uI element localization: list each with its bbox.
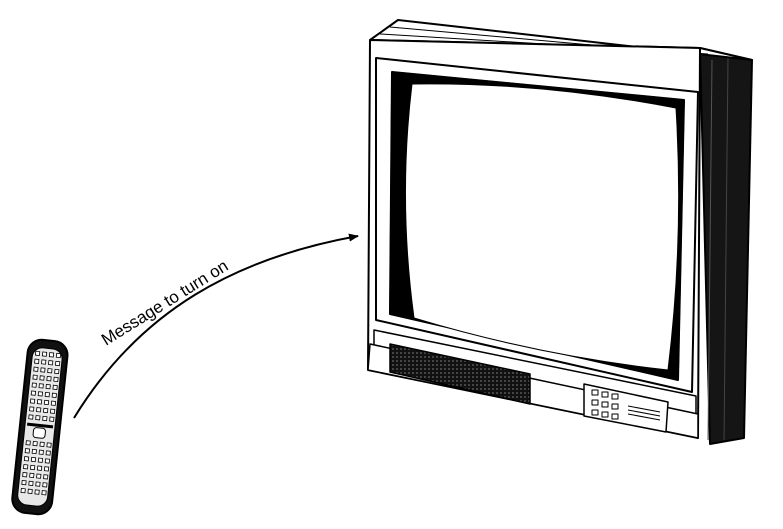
remote-button [43, 466, 50, 472]
remote-button [29, 398, 36, 404]
remote-button [54, 360, 61, 367]
remote-button [43, 399, 50, 406]
remote-button [25, 440, 31, 446]
remote-button [37, 457, 44, 463]
remote-button [30, 456, 37, 463]
remote-control-icon [11, 338, 69, 516]
tv-side-streak [723, 57, 729, 441]
remote-button [51, 392, 57, 398]
remote-button [44, 458, 51, 464]
tv-button [601, 411, 609, 418]
remote-button [48, 360, 54, 366]
remote-center-button [32, 427, 46, 439]
tv-button [591, 389, 599, 396]
remote-button [24, 448, 30, 454]
remote-button [31, 448, 37, 455]
remote-button [37, 391, 43, 397]
remote-button [45, 450, 51, 456]
remote-button [23, 464, 29, 470]
tv-button [611, 393, 619, 400]
remote-button [34, 489, 40, 495]
television-icon [367, 19, 753, 445]
remote-button [27, 488, 33, 494]
message-arrow [73, 233, 359, 419]
remote-button [36, 407, 42, 413]
tv-button [611, 403, 619, 410]
remote-button [40, 367, 46, 373]
remote-button [43, 407, 49, 414]
remote-button [29, 464, 36, 471]
remote-button [23, 456, 30, 462]
remote-button [34, 358, 40, 364]
remote-button [22, 472, 28, 478]
remote-button [42, 415, 48, 422]
remote-button [38, 449, 44, 455]
tv-vent-lines [627, 405, 661, 421]
remote-button [35, 415, 41, 421]
remote-button [30, 390, 37, 396]
remote-button [36, 399, 43, 405]
tv-button [601, 391, 609, 398]
remote-button [39, 441, 45, 447]
tv-screen [404, 83, 680, 371]
remote-button [33, 366, 39, 372]
tv-buttons [591, 389, 619, 420]
remote-button [29, 406, 35, 412]
tv-button [611, 413, 619, 420]
remote-button [32, 374, 38, 380]
remote-button [36, 473, 42, 479]
remote-button [41, 351, 48, 357]
remote-button [20, 487, 26, 494]
remote-button [38, 383, 44, 389]
remote-button [54, 368, 60, 375]
remote-button [46, 376, 52, 382]
remote-button [49, 416, 55, 422]
tv-speaker-grille [389, 343, 531, 405]
remote-button [52, 384, 58, 391]
remote-button [35, 481, 41, 487]
remote-divider [26, 422, 54, 429]
remote-button [43, 474, 49, 480]
remote-button [41, 359, 47, 365]
remote-button [28, 414, 34, 420]
remote-button [29, 472, 35, 479]
remote-button [41, 490, 47, 496]
tv-button [601, 401, 609, 408]
tv-side-streak [707, 59, 713, 441]
tv-button [591, 409, 599, 416]
remote-button [47, 368, 53, 374]
remote-button [45, 383, 51, 390]
remote-button [31, 382, 37, 388]
message-label: Message to turn on [98, 256, 231, 349]
remote-button-grid [20, 350, 62, 496]
remote-button [21, 479, 27, 486]
remote-button [53, 376, 59, 383]
tv-button [591, 399, 599, 406]
remote-button [46, 442, 52, 448]
remote-button [34, 350, 41, 356]
remote-button [39, 375, 45, 381]
remote-button [50, 400, 57, 406]
remote-button [48, 352, 55, 358]
remote-button [44, 391, 50, 398]
remote-button [28, 480, 34, 487]
remote-button [55, 352, 62, 359]
remote-button [32, 440, 38, 447]
remote-button [49, 408, 56, 414]
remote-button [42, 482, 48, 488]
remote-button [36, 465, 43, 471]
